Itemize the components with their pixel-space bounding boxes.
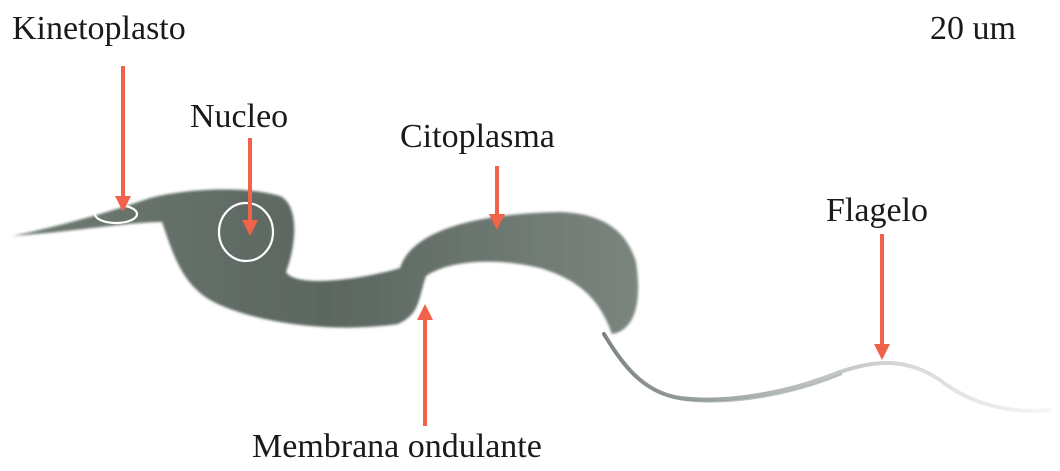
arrow-nucleo <box>242 138 258 236</box>
label-kinetoplasto: Kinetoplasto <box>12 12 186 46</box>
arrow-membrana <box>417 304 433 426</box>
label-nucleo: Nucleo <box>190 100 288 134</box>
arrow-flagelo <box>874 234 890 360</box>
scale-label: 20 um <box>930 12 1016 46</box>
label-flagelo: Flagelo <box>826 194 928 228</box>
cell-body <box>12 189 638 334</box>
label-membrana-ondulante: Membrana ondulante <box>252 430 542 464</box>
flagellum <box>604 334 1050 411</box>
flagellum-highlight <box>606 336 842 402</box>
arrow-kinetoplasto <box>115 66 131 212</box>
label-citoplasma: Citoplasma <box>400 120 555 154</box>
